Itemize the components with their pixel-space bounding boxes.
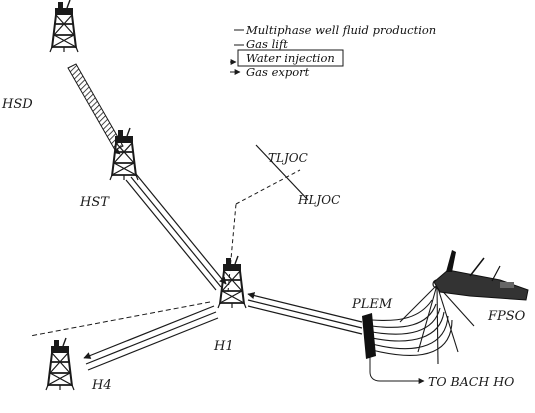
legend: Multiphase well fluid production Gas lif… — [230, 23, 436, 79]
label-tljoc: TLJOC — [268, 151, 308, 165]
label-hst: HST — [79, 195, 110, 210]
dashed-line-h1-north — [227, 203, 237, 293]
pipeline-hst-h1 — [125, 173, 227, 291]
dashed-line-to-block-boundary — [235, 169, 301, 205]
label-to-bach-ho: TO BACH HO — [428, 374, 514, 389]
platform-hsd-icon — [49, 0, 79, 53]
pipeline-plem-bach-ho — [369, 356, 425, 384]
legend-label-multiphase: Multiphase well fluid production — [245, 23, 436, 37]
dashed-line-h1-west — [29, 301, 211, 337]
platform-h1-icon — [217, 255, 247, 309]
label-hsd: HSD — [1, 97, 33, 112]
pipeline-h1-h4 — [83, 305, 219, 371]
fpso-vessel — [433, 250, 529, 301]
block-boundary-line — [255, 144, 309, 201]
legend-label-gas-export: Gas export — [246, 65, 310, 79]
label-h4: H4 — [91, 378, 112, 393]
pipeline-hsd-hst — [67, 63, 124, 151]
plem-manifold — [362, 313, 376, 359]
fpso-mooring-lines — [399, 284, 475, 365]
legend-water-injection-box — [237, 49, 344, 67]
platform-h4-icon — [45, 337, 75, 391]
pipeline-h1-plem — [247, 292, 363, 335]
legend-label-gas-lift: Gas lift — [246, 37, 288, 51]
label-hljoc: HLJOC — [297, 193, 340, 207]
label-fpso: FPSO — [487, 309, 526, 324]
label-h1: H1 — [213, 339, 234, 354]
label-plem: PLEM — [351, 297, 393, 312]
legend-label-water-injection: Water injection — [246, 51, 335, 65]
